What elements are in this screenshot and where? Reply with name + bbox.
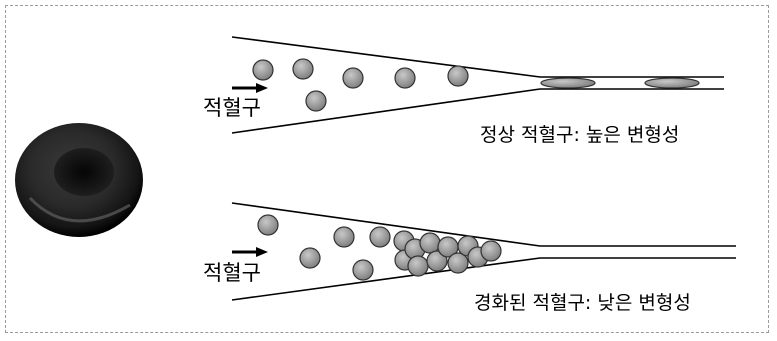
cell	[426, 250, 448, 272]
cell	[447, 252, 469, 274]
top-caption: 정상 적혈구: 높은 변형성	[480, 124, 680, 146]
red-blood-cell-image	[15, 123, 143, 237]
bottom-caption: 경화된 적혈구: 낮은 변형성	[474, 292, 691, 314]
bottom-rbc-label: 적혈구	[203, 261, 261, 285]
cell	[305, 90, 327, 112]
top-cells	[252, 58, 469, 112]
deformed-cell	[540, 77, 596, 89]
top-deformed-cells	[540, 77, 700, 89]
cell	[352, 259, 374, 281]
cell	[292, 58, 314, 80]
bottom-flow-arrow	[232, 247, 268, 257]
cell	[407, 255, 429, 277]
cell	[342, 67, 364, 89]
cell	[480, 240, 502, 262]
bottom-cells	[257, 214, 502, 281]
figure-frame	[5, 5, 769, 333]
deformed-cell	[644, 77, 700, 89]
bottom-funnel	[231, 202, 736, 301]
top-rbc-label: 적혈구	[203, 96, 261, 120]
cell	[394, 67, 416, 89]
cell	[419, 232, 441, 254]
top-flow-arrow	[232, 83, 268, 93]
top-funnel	[231, 36, 724, 134]
cell	[299, 247, 321, 269]
cell	[252, 59, 274, 81]
cell	[369, 226, 391, 248]
cell	[447, 65, 469, 87]
cell	[333, 226, 355, 248]
cell	[257, 214, 279, 236]
